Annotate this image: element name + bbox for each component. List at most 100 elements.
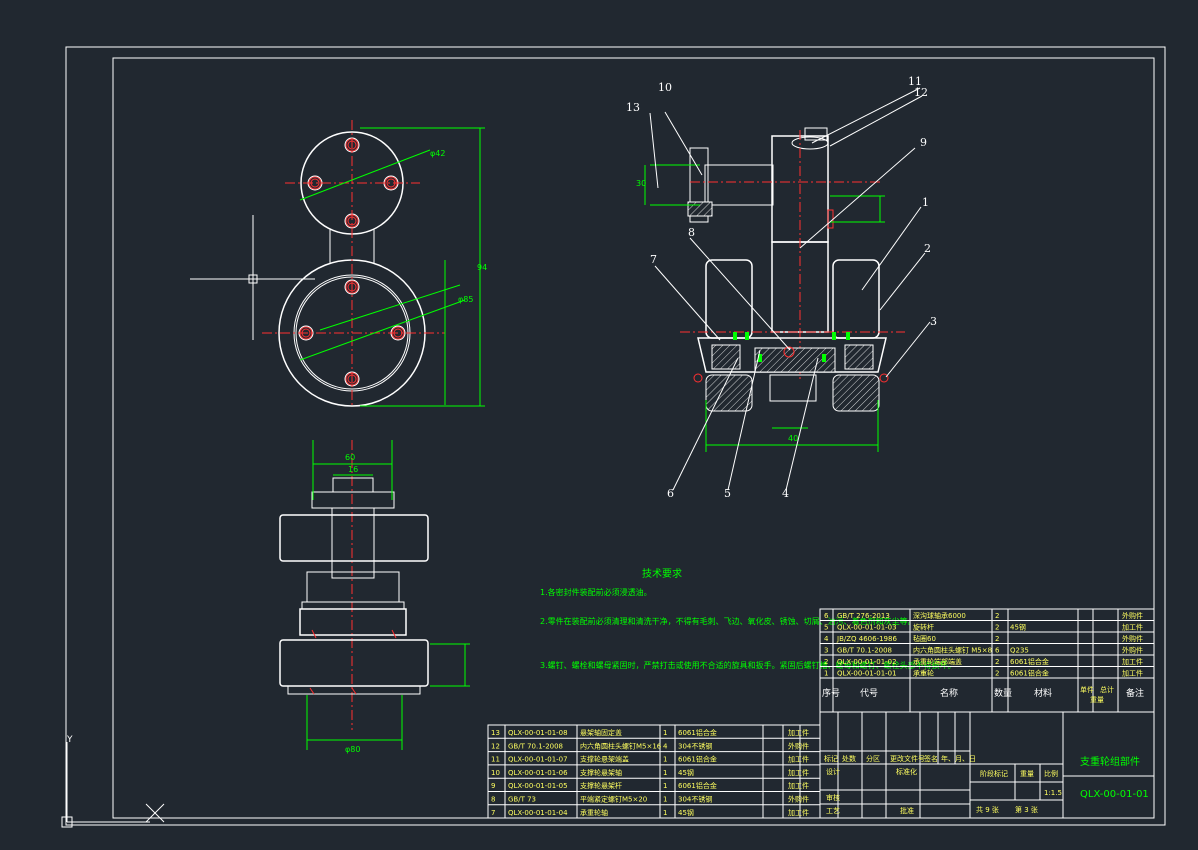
tb-process: 工艺 xyxy=(826,807,840,815)
balloon-6: 6 xyxy=(667,487,674,500)
parts-upper-code: QLX-00-01-01-03 xyxy=(837,624,897,632)
parts-upper-note: 外购件 xyxy=(1122,611,1143,620)
inner-frame xyxy=(112,57,1155,819)
parts-lower-qty: 1 xyxy=(663,782,667,790)
parts-lower-qty: 1 xyxy=(663,756,667,764)
outer-frame xyxy=(65,46,1166,826)
parts-upper-name: 毡圈60 xyxy=(913,634,936,643)
parts-lower-qty: 1 xyxy=(663,769,667,777)
tb-label-date: 年、月、日 xyxy=(941,754,976,763)
balloon-5: 5 xyxy=(724,487,731,500)
tb-sheets: 共 9 张 xyxy=(976,805,999,814)
parts-upper-note: 加工件 xyxy=(1122,623,1143,632)
parts-upper-no: 6 xyxy=(824,612,829,620)
tech-requirements: 技术要求 1.各密封件装配前必须浸透油。 2.零件在装配前必须清理和清洗干净，不… xyxy=(540,567,956,670)
parts-lower-material: 304不锈钢 xyxy=(678,741,712,750)
parts-lower-material: 6061铝合金 xyxy=(678,781,717,790)
parts-upper-no: 5 xyxy=(824,624,828,632)
parts-header-weight: 重量 xyxy=(1090,696,1104,704)
parts-lower-code: QLX-00-01-01-05 xyxy=(508,782,568,790)
parts-lower-note: 外购件 xyxy=(788,741,809,750)
parts-upper-qty: 2 xyxy=(995,612,999,620)
parts-lower-material: 304不锈钢 xyxy=(678,795,712,804)
parts-upper-code: GB/T 70.1-2008 xyxy=(837,647,892,655)
parts-lower-name: 承重轮轴 xyxy=(580,808,608,817)
tb-scale: 1:1.5 xyxy=(1044,789,1062,797)
svg-text:94: 94 xyxy=(477,263,487,272)
parts-upper-qty: 6 xyxy=(995,647,1000,655)
parts-header-single: 单件 xyxy=(1080,685,1094,694)
svg-text:φ85: φ85 xyxy=(458,295,473,304)
section-view: 40 30 1 2 3 4 5 6 7 8 9 10 11 12 xyxy=(626,75,937,500)
parts-lower-note: 加工件 xyxy=(788,808,809,817)
tech-req-3: 3.螺钉、螺栓和螺母紧固时，严禁打击或使用不合适的旋具和扳手。紧固后螺钉槽、螺母… xyxy=(540,660,956,670)
parts-lower-code: QLX-00-01-01-07 xyxy=(508,756,568,764)
parts-lower-note: 加工件 xyxy=(788,728,809,737)
parts-upper-qty: 2 xyxy=(995,635,999,643)
balloon-9: 9 xyxy=(920,136,927,149)
balloon-2: 2 xyxy=(924,242,931,255)
parts-upper-material: 6061铝合金 xyxy=(1010,669,1049,678)
parts-upper-qty: 2 xyxy=(995,624,999,632)
title-block: 标记 处数 分区 更改文件号 签名 年、月、日 设计 标准化 审核 工艺 批准 … xyxy=(819,711,1155,819)
parts-upper-qty: 2 xyxy=(995,658,999,666)
parts-upper-no: 4 xyxy=(824,635,829,643)
parts-upper-name: 内六角圆柱头螺钉 M5×8 xyxy=(913,646,992,655)
parts-lower-code: QLX-00-01-01-08 xyxy=(508,729,568,737)
parts-header-no: 序号 xyxy=(822,687,840,699)
parts-lower-note: 加工件 xyxy=(788,755,809,764)
drawing-name: 支重轮组部件 xyxy=(1080,755,1140,768)
parts-upper-material: 45钢 xyxy=(1010,623,1026,632)
parts-upper-name: 深沟球轴承6000 xyxy=(913,611,966,620)
parts-lower-no: 12 xyxy=(491,742,500,750)
parts-upper-no: 2 xyxy=(824,658,828,666)
parts-lower-code: QLX-00-01-01-06 xyxy=(508,769,568,777)
tb-weight: 重量 xyxy=(1020,770,1034,778)
parts-upper-code: JB/ZQ 4606-1986 xyxy=(836,635,897,643)
svg-text:40: 40 xyxy=(788,434,798,443)
balloon-10: 10 xyxy=(658,81,672,94)
parts-header-total: 总计 xyxy=(1100,685,1114,694)
parts-upper-qty: 2 xyxy=(995,670,999,678)
parts-lower-name: 支撑轮悬架杆 xyxy=(580,781,622,790)
parts-lower-no: 11 xyxy=(491,756,500,764)
tech-req-1: 1.各密封件装配前必须浸透油。 xyxy=(540,587,652,597)
tb-label-zone: 分区 xyxy=(866,754,880,763)
parts-lower-code: GB/T 73 xyxy=(508,796,536,804)
tb-review: 审核 xyxy=(826,793,840,802)
parts-lower-name: 支撑轮悬架轴 xyxy=(580,768,622,777)
parts-lower-material: 6061铝合金 xyxy=(678,755,717,764)
balloon-4: 4 xyxy=(782,487,789,500)
balloon-11: 11 xyxy=(908,75,922,88)
parts-upper-code: QLX-00-01-01-02 xyxy=(837,658,897,666)
parts-lower-name: 支撑轮悬架端盖 xyxy=(580,755,629,764)
tech-requirements-title: 技术要求 xyxy=(642,567,682,580)
parts-upper-note: 加工件 xyxy=(1122,657,1143,666)
svg-text:30: 30 xyxy=(636,179,646,188)
top-view: φ42 φ85 94 xyxy=(190,120,487,407)
tech-req-2: 2.零件在装配前必须清理和清洗干净，不得有毛刺、飞边、氧化皮、锈蚀、切屑、油污、… xyxy=(540,616,916,626)
parts-lower-no: 7 xyxy=(491,809,495,817)
parts-lower-no: 9 xyxy=(491,782,495,790)
tb-design: 设计 xyxy=(826,767,840,776)
balloon-1: 1 xyxy=(922,196,929,209)
balloon-3: 3 xyxy=(930,315,937,328)
ucs-icon: Y xyxy=(61,735,165,828)
ucs-y-label: Y xyxy=(66,735,73,745)
side-view: 60 16 φ80 xyxy=(279,440,470,754)
svg-text:60: 60 xyxy=(345,453,355,462)
tb-approve: 批准 xyxy=(900,806,914,815)
svg-text:φ42: φ42 xyxy=(430,149,445,158)
svg-text:φ80: φ80 xyxy=(345,745,360,754)
balloon-13: 13 xyxy=(626,101,640,114)
parts-header-note: 备注 xyxy=(1126,687,1144,699)
drawing-number: QLX-00-01-01 xyxy=(1080,789,1149,800)
parts-lower-no: 13 xyxy=(491,729,500,737)
parts-upper-name: 承重轮端部端盖 xyxy=(913,657,962,666)
parts-lower-note: 加工件 xyxy=(788,781,809,790)
balloon-12: 12 xyxy=(914,86,928,99)
parts-header-code: 代号 xyxy=(860,688,878,699)
parts-upper-material: Q235 xyxy=(1010,647,1029,655)
